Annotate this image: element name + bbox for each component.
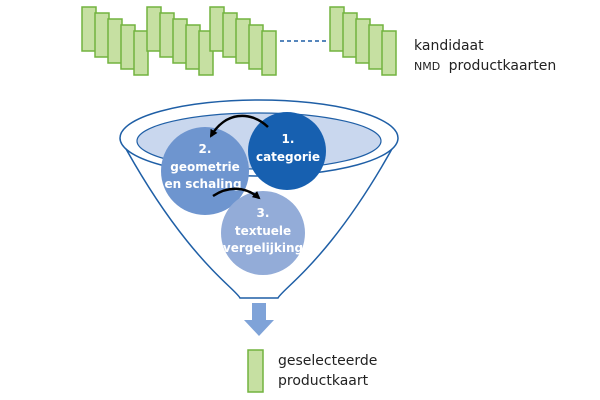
step-2-circle [161,127,249,215]
step-1: 1. categorie [248,112,326,190]
product-card [248,24,264,70]
step-1-circle [248,112,326,190]
product-card [222,12,238,58]
step-2-number: 2. [199,142,212,156]
product-card [235,18,251,64]
input-label-main: productkaarten [449,58,557,74]
step-2: 2. geometrie en schaling [161,127,249,215]
input-label-prefix: NMD [414,60,440,73]
output-label-line1: geselecteerde [278,353,377,369]
product-card [146,6,162,52]
input-label-line1: kandidaat [414,38,484,54]
down-arrow-icon [244,303,274,336]
product-card [261,30,277,76]
step-3-number: 3. [257,206,270,220]
step-1-line1: categorie [256,150,320,164]
product-card [355,18,371,64]
product-card [209,6,225,52]
product-card [342,12,358,58]
step-2-line1: geometrie [170,160,240,174]
output-label-line2: productkaart [278,373,369,389]
product-card [381,30,397,76]
product-card [159,12,175,58]
card-stack-1 [81,6,149,76]
candidate-cards [81,6,397,76]
card-stack-2 [146,6,214,76]
step-3-circle [221,191,305,275]
product-card [172,18,188,64]
step-2-line2: en schaling [164,177,241,191]
step-3-line1: textuele [235,224,291,238]
selected-product-card [247,349,264,393]
product-card [133,30,149,76]
product-card [368,24,384,70]
step-3-line2: vergelijking [223,241,303,255]
product-card [120,24,136,70]
product-card [107,18,123,64]
input-label-line2: NMD productkaarten [414,58,556,74]
card-stack-4 [329,6,397,76]
product-card [185,24,201,70]
card-stack-3 [209,6,277,76]
arrow-step1-to-step2 [209,114,269,138]
product-card [81,6,97,52]
step-1-number: 1. [282,132,295,146]
arrow-step2-to-step3 [212,187,261,200]
step-3: 3. textuele vergelijking [221,191,305,275]
product-card [329,6,345,52]
product-card [94,12,110,58]
